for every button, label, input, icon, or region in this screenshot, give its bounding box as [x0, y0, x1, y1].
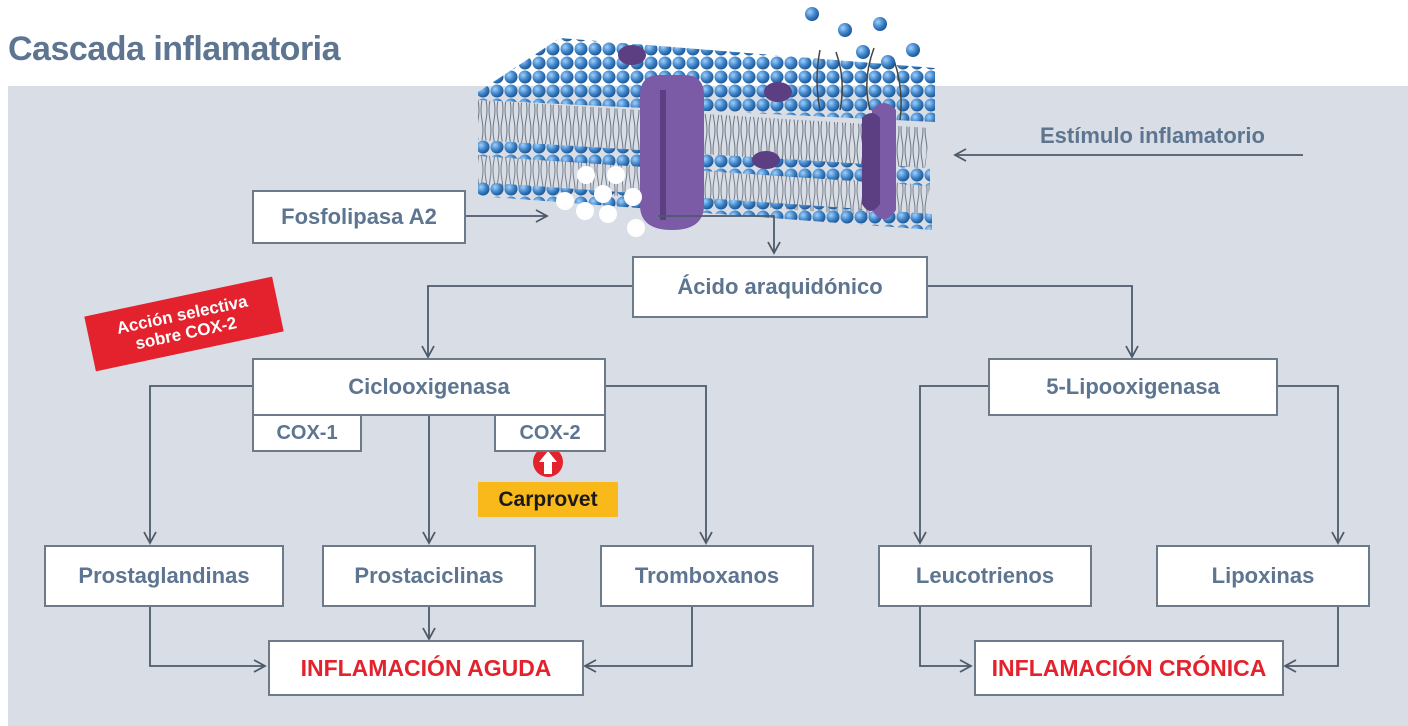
arrow-cox-to-thromboxanes — [606, 385, 713, 545]
node-cox-1: COX-1 — [252, 414, 362, 452]
node-phospholipase-a2: Fosfolipasa A2 — [252, 190, 466, 244]
arrow-lipoxins-to-chronic — [1283, 606, 1339, 673]
arrow-leukotrienes-to-chronic — [919, 606, 973, 673]
node-lipoxins: Lipoxinas — [1156, 545, 1370, 607]
node-cyclooxygenase: Ciclooxigenasa — [252, 358, 606, 416]
stimulus-label: Estímulo inflamatorio — [1040, 123, 1265, 148]
node-prostacyclins: Prostaciclinas — [322, 545, 536, 607]
page-title: Cascada inflamatoria — [8, 30, 341, 68]
released-arachidonic-particles — [556, 166, 645, 237]
node-arachidonic-acid: Ácido araquidónico — [632, 256, 928, 318]
arrow-lox-to-leukotrienes — [913, 385, 988, 545]
node-prostaglandins: Prostaglandinas — [44, 545, 284, 607]
arrow-aa-to-lox — [928, 285, 1139, 359]
cox2-up-arrow-icon — [533, 447, 563, 477]
node-chronic-inflammation: INFLAMACIÓN CRÓNICA — [974, 640, 1284, 696]
arrow-cox-to-prostaglandins — [143, 385, 252, 545]
node-leukotrienes: Leucotrienos — [878, 545, 1092, 607]
cell-membrane-illustration — [478, 7, 935, 230]
carprovet-product-label: Carprovet — [478, 482, 618, 517]
arrow-thromboxanes-to-acute — [583, 606, 693, 673]
connectors — [143, 148, 1345, 673]
node-5-lipoxygenase: 5-Lipooxigenasa — [988, 358, 1278, 416]
node-cox-2: COX-2 — [494, 414, 606, 452]
arrow-membrane-to-aa — [658, 215, 781, 255]
arrow-lox-to-lipoxins — [1278, 385, 1345, 545]
node-acute-inflammation: INFLAMACIÓN AGUDA — [268, 640, 584, 696]
arrow-prostaglandins-to-acute — [149, 606, 267, 673]
arrow-aa-to-cox — [421, 285, 632, 359]
node-thromboxanes: Tromboxanos — [600, 545, 814, 607]
